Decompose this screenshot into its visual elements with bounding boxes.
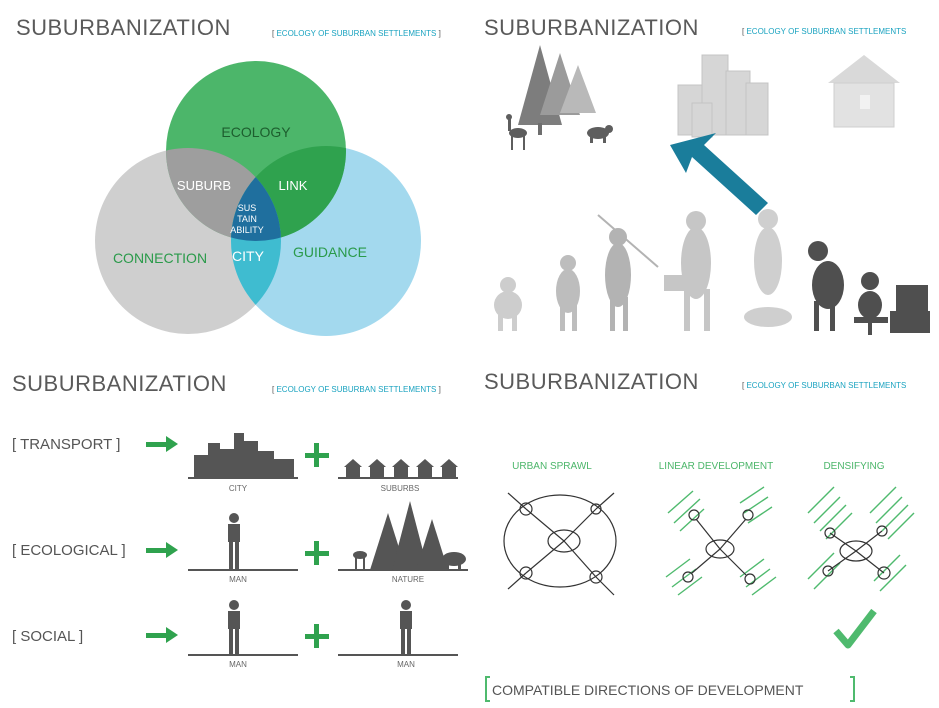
city-skyline-icon <box>194 433 294 478</box>
caption-text: COMPATIBLE DIRECTIONS OF DEVELOPMENT <box>492 682 804 698</box>
sublabel-man: MAN <box>229 575 247 584</box>
panel-tag-text: ECOLOGY OF SUBURBAN SETTLEMENTS <box>746 381 907 390</box>
sublabel-nature: NATURE <box>392 575 424 584</box>
caption-brackets <box>485 676 855 702</box>
arrow-icon <box>670 133 768 215</box>
panel-title: SUBURBANIZATION <box>16 15 231 40</box>
evolution-illustration <box>494 45 930 335</box>
bear-icon <box>587 125 613 143</box>
ecology-label: ECOLOGY <box>221 124 291 140</box>
panel-venn-diagram: SUBURBANIZATION [ ECOLOGY OF SUBURBAN SE… <box>8 5 476 357</box>
panel-tag: [ ECOLOGY OF SUBURBAN SETTLEMENTS ] <box>272 385 441 394</box>
connection-label: CONNECTION <box>113 250 207 266</box>
arrow-icon <box>146 436 178 643</box>
panel-tag: [ ECOLOGY OF SUBURBAN SETTLEMENTS <box>742 381 907 390</box>
linear-development-sketch <box>665 486 777 596</box>
panel-evolution: SUBURBANIZATION [ ECOLOGY OF SUBURBAN SE… <box>478 5 939 357</box>
densifying-sketch <box>807 486 915 592</box>
deer-icon <box>506 114 527 150</box>
panel-title: SUBURBANIZATION <box>12 371 227 396</box>
panel-tag-text: ECOLOGY OF SUBURBAN SETTLEMENTS <box>276 385 437 394</box>
heading-urban-sprawl: URBAN SPRAWL <box>512 461 592 472</box>
panel-title: SUBURBANIZATION <box>484 369 699 394</box>
row-label-social: [ SOCIAL ] <box>12 628 83 645</box>
suburb-overlap <box>166 148 281 241</box>
man-icon <box>228 600 240 654</box>
suburb-label: SUBURB <box>177 178 231 193</box>
sustainability-label-1: SUS <box>238 203 257 213</box>
relations-diagram: [ TRANSPORT ] [ ECOLOGICAL ] [ SOCIAL ] <box>12 433 468 669</box>
sustainability-label-2: TAIN <box>237 214 257 224</box>
link-overlap <box>231 146 346 241</box>
sublabel-man: MAN <box>397 660 415 669</box>
panel-development: SUBURBANIZATION [ ECOLOGY OF SUBURBAN SE… <box>478 363 939 708</box>
evolution-figures <box>494 209 930 335</box>
panel-title: SUBURBANIZATION <box>484 15 699 40</box>
background-edge-text <box>0 0 8 708</box>
panel-tag-text: ECOLOGY OF SUBURBAN SETTLEMENTS <box>746 27 907 36</box>
cabin-icon <box>828 55 900 128</box>
venn-diagram: ECOLOGY SUBURB LINK SUS TAIN ABILITY CON… <box>95 61 421 336</box>
panel-tag: [ ECOLOGY OF SUBURBAN SETTLEMENTS <box>742 27 907 36</box>
link-label: LINK <box>279 178 308 193</box>
urban-sprawl-sketch <box>503 492 617 596</box>
panel-tag-text: ECOLOGY OF SUBURBAN SETTLEMENTS <box>276 29 437 38</box>
panel-relations: SUBURBANIZATION [ ECOLOGY OF SUBURBAN SE… <box>8 363 476 680</box>
sublabel-suburbs: SUBURBS <box>381 484 420 493</box>
panel-tag: [ ECOLOGY OF SUBURBAN SETTLEMENTS ] <box>272 29 441 38</box>
row-label-ecological: [ ECOLOGICAL ] <box>12 542 126 559</box>
sustainability-label-3: ABILITY <box>230 225 264 235</box>
sublabel-city: CITY <box>229 484 248 493</box>
man-icon <box>228 513 240 569</box>
guidance-label: GUIDANCE <box>293 244 367 260</box>
checkmark-icon <box>833 608 877 649</box>
forest-trees <box>518 45 596 135</box>
city-label: CITY <box>232 248 265 264</box>
suburb-houses-icon <box>344 459 458 478</box>
man-icon <box>400 600 412 654</box>
row-label-transport: [ TRANSPORT ] <box>12 436 120 453</box>
sublabel-man: MAN <box>229 660 247 669</box>
heading-densifying: DENSIFYING <box>823 461 884 472</box>
city-buildings-icon <box>677 54 769 138</box>
plus-icon <box>305 443 329 648</box>
development-diagram: URBAN SPRAWL LINEAR DEVELOPMENT DENSIFYI… <box>485 461 915 702</box>
nature-trees-icon <box>353 501 466 570</box>
heading-linear-development: LINEAR DEVELOPMENT <box>659 461 773 472</box>
